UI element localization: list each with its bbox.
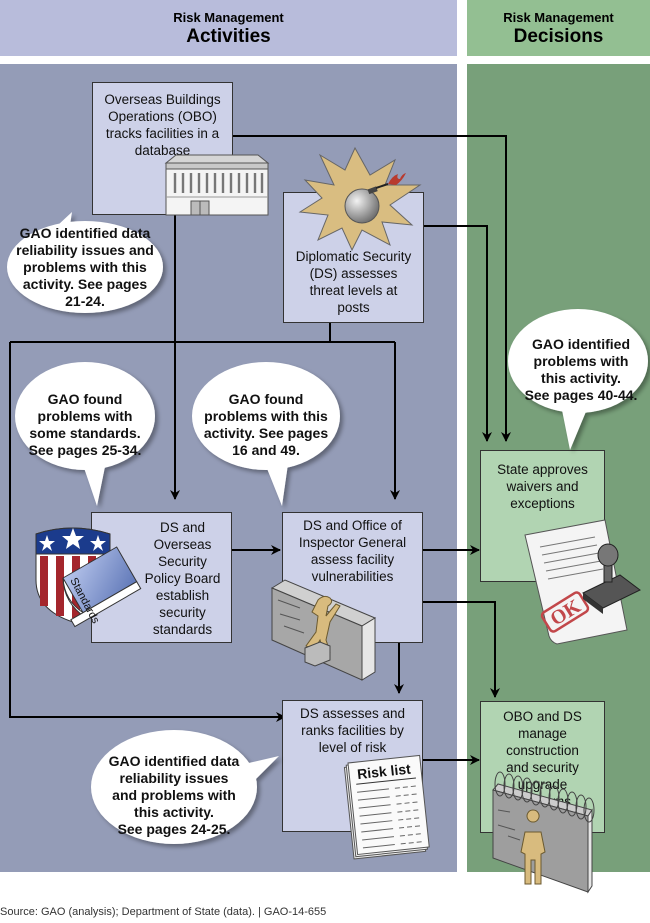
arrow-vuln-to-programs — [422, 601, 500, 698]
callout-text-line: and problems with — [112, 787, 236, 803]
callout-text-line: GAO identified data — [108, 753, 240, 769]
callout-text-line: GAO found — [47, 391, 123, 407]
callout-standards-problems: GAO found problems with some standards. … — [15, 391, 155, 459]
box-text-line: Inspector General — [298, 535, 407, 550]
header-activities-subtitle: Risk Management — [173, 10, 284, 25]
box-text-line: Policy Board — [144, 571, 221, 586]
callout-text-line: 16 and 49. — [232, 442, 300, 458]
callout-ranks-shape — [91, 730, 279, 844]
building-icon — [164, 154, 270, 216]
callout-obo-shape — [7, 212, 163, 313]
box-text-line: Overseas Buildings — [104, 92, 221, 107]
box-text-line: standards — [152, 622, 213, 637]
callout-text-line: this activity. — [134, 804, 214, 820]
arrow-bus-to-ranks — [9, 342, 286, 722]
callout-text-line: See pages 25-34. — [28, 442, 142, 458]
box-text-line: level of risk — [318, 740, 387, 755]
callout-ranks-data-reliability: GAO identified data reliability issues a… — [94, 753, 254, 838]
person-climbing-wall-icon — [270, 579, 377, 681]
box-text-line: tracks facilities in a — [105, 126, 220, 141]
box-text-line: threat levels at — [309, 283, 398, 298]
shield-standards-book-icon: Standards — [35, 527, 142, 628]
arrow-threat-to-waivers — [423, 225, 492, 442]
source-note: Source: GAO (analysis); Department of St… — [0, 906, 327, 918]
box-text-line: Operations (OBO) — [108, 109, 217, 124]
callout-text-line: problems with — [533, 353, 629, 369]
box-ds-threat-levels: Diplomatic Security (DS) assesses threat… — [283, 192, 424, 323]
arrow-obo-to-waivers — [232, 135, 511, 442]
box-text-line: Overseas — [153, 537, 212, 552]
ok-stamp-document-icon: OK — [524, 519, 641, 645]
callout-standards-shape — [15, 362, 155, 506]
box-text-line: database — [134, 143, 191, 158]
box-text-line: State approves — [497, 462, 588, 477]
callout-text-line: problems with this — [23, 259, 147, 275]
callout-text-line: this activity. — [541, 370, 621, 386]
header-activities: Risk Management Activities — [0, 0, 457, 56]
callout-text-line: GAO identified — [532, 336, 630, 352]
callout-text-line: problems with — [37, 408, 133, 424]
box-text-line: establish — [155, 588, 210, 603]
callout-shapes — [7, 212, 648, 844]
header-decisions: Risk Management Decisions — [467, 0, 650, 56]
header-decisions-title: Decisions — [513, 26, 604, 47]
box-text-line: posts — [337, 300, 370, 315]
box-text-line: security — [159, 605, 206, 620]
box-text-line: DS assesses and — [299, 706, 406, 721]
box-text-line: OBO and DS — [503, 709, 582, 724]
callout-text-line: See pages 24-25. — [117, 821, 231, 837]
callout-obo-data-reliability: GAO identified data reliability issues a… — [7, 225, 163, 310]
header-activities-title: Activities — [186, 26, 271, 47]
callout-text-line: GAO identified data — [19, 225, 151, 241]
callout-text-line: 21-24. — [65, 293, 105, 309]
box-text-line: DS and Office of — [303, 518, 402, 533]
callout-text-line: some standards. — [29, 425, 141, 441]
callout-waivers-problems: GAO identified problems with this activi… — [512, 336, 650, 404]
callout-text-line: reliability issues and — [16, 242, 154, 258]
risk-list-document-icon: Risk list — [343, 754, 430, 860]
callout-waivers-shape — [508, 309, 648, 450]
callout-text-line: GAO found — [228, 391, 304, 407]
header-decisions-subtitle: Risk Management — [503, 10, 614, 25]
box-text-line: assess facility — [310, 552, 395, 567]
box-text-line: Diplomatic Security — [295, 249, 412, 264]
callout-text-line: activity. See pages — [22, 276, 148, 292]
razor-wire-wall-guard-icon — [492, 771, 595, 894]
box-text-line: vulnerabilities — [311, 569, 394, 584]
callout-text-line: reliability issues — [119, 770, 229, 786]
box-text-line: DS and — [159, 520, 206, 535]
box-text-line: ranks facilities by — [301, 723, 404, 738]
callout-vuln-shape — [192, 362, 340, 506]
box-text-line: exceptions — [510, 496, 575, 511]
box-text-line: manage construction — [506, 726, 579, 758]
callout-vulnerabilities-problems: GAO found problems with this activity. S… — [192, 391, 340, 459]
box-text-line: (DS) assesses — [309, 266, 398, 281]
doc-label: Risk list — [356, 760, 411, 782]
box-text-line: Security — [158, 554, 207, 569]
box-text-line: waivers and — [506, 479, 579, 494]
callout-text-line: See pages 40-44. — [524, 387, 638, 403]
bomb-explosion-icon — [298, 146, 422, 252]
callout-text-line: activity. See pages — [203, 425, 329, 441]
callout-text-line: problems with this — [204, 408, 328, 424]
